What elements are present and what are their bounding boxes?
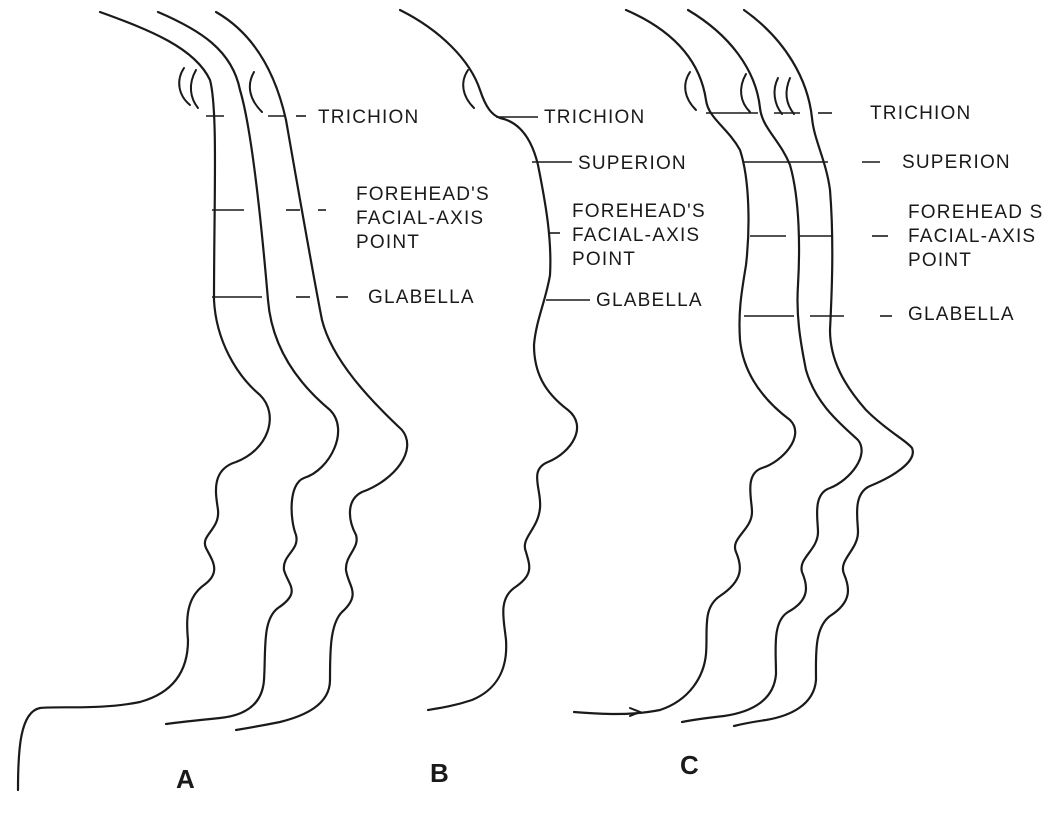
panel-a-hair-3 — [250, 72, 262, 112]
panel-c-forehead-label-3: POINT — [908, 250, 972, 271]
panel-b-trichion-label: TRICHION — [544, 107, 645, 128]
panel-b-forehead-label-1: FOREHEAD'S — [572, 201, 706, 222]
panel-b-letter: B — [430, 758, 449, 788]
panel-a-trichion-label: TRICHION — [318, 107, 419, 128]
panel-b-forehead-label-2: FACIAL-AXIS — [572, 225, 700, 246]
panel-a-forehead-label-1: FOREHEAD'S — [356, 184, 490, 205]
panel-a-hair-1 — [179, 68, 190, 105]
panel-c-forehead-label-2: FACIAL-AXIS — [908, 226, 1036, 247]
panel-a: TRICHION FOREHEAD'S FACIAL-AXIS POINT GL… — [18, 12, 490, 794]
panel-a-glabella-label: GLABELLA — [368, 287, 475, 308]
panel-a-forehead-label-3: POINT — [356, 232, 420, 253]
panel-b-glabella-label: GLABELLA — [596, 290, 703, 311]
panel-a-profile-1 — [18, 12, 270, 790]
panel-c-trichion-label: TRICHION — [870, 103, 971, 124]
panel-c-hair-3 — [775, 78, 782, 114]
panel-c-chin-arrow-icon — [630, 708, 640, 716]
panel-a-hair-2 — [191, 70, 198, 108]
panel-b-forehead-label-3: POINT — [572, 249, 636, 270]
panel-c-hair-1 — [685, 72, 696, 110]
panel-c-superion-label: SUPERION — [902, 152, 1011, 173]
panel-c-glabella-label: GLABELLA — [908, 304, 1015, 325]
panel-c-forehead-label-1: FOREHEAD S — [908, 202, 1044, 223]
panel-b-superion-label: SUPERION — [578, 153, 687, 174]
panel-a-profile-2 — [158, 12, 338, 724]
panel-b-hair — [463, 70, 474, 108]
panel-c-profile-2 — [682, 10, 862, 722]
panel-a-letter: A — [176, 764, 195, 794]
panel-a-forehead-label-2: FACIAL-AXIS — [356, 208, 484, 229]
panel-c-hair-4 — [787, 78, 794, 114]
panel-c-letter: C — [680, 750, 699, 780]
panel-c-hair-2 — [741, 74, 750, 112]
panel-b: TRICHION SUPERION FOREHEAD'S FACIAL-AXIS… — [400, 10, 706, 788]
